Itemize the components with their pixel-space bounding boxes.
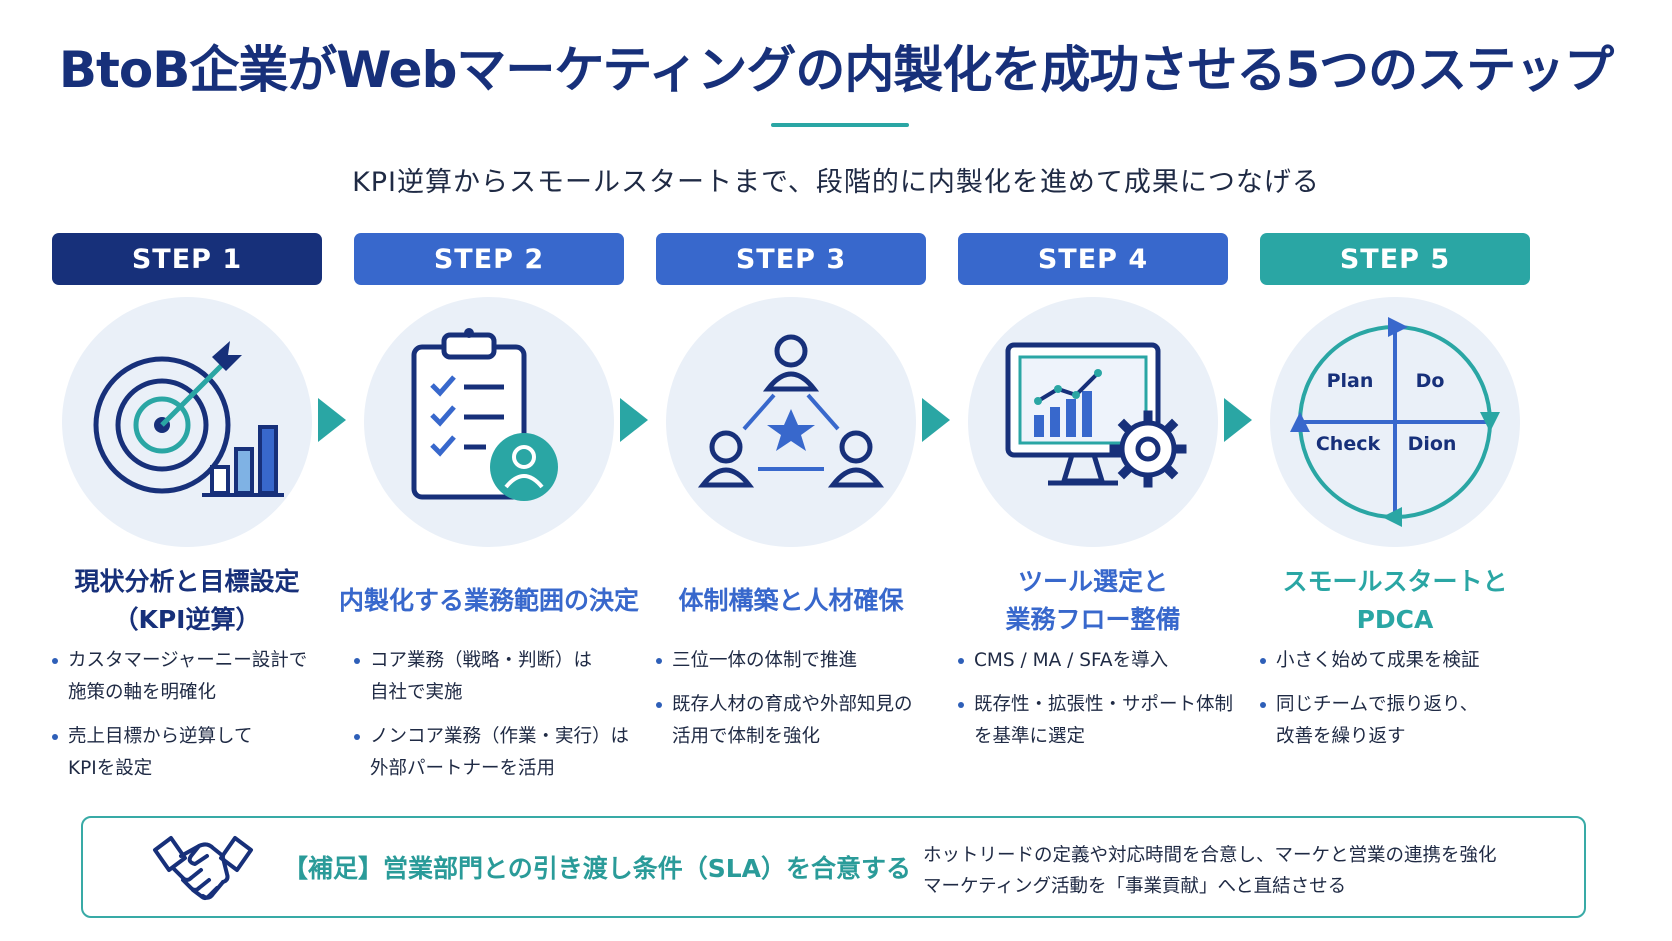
chevron-right-icon	[318, 398, 346, 442]
step-bullets-5: 小さく始めて成果を検証 同じチームで振り返り、 改善を繰り返す	[1260, 645, 1550, 765]
supplement-text: ホットリードの定義や対応時間を合意し、マーケと営業の連携を強化 マーケティング活…	[923, 840, 1497, 902]
page-subtitle: KPI逆算からスモールスタートまで、段階的に内製化を進めて成果につなげる	[352, 167, 1320, 198]
title-underline	[771, 123, 909, 127]
step-title-4: ツール選定と 業務フロー整備	[1005, 567, 1181, 634]
bullet-item: 同じチームで振り返り、 改善を繰り返す	[1260, 689, 1550, 753]
team-triangle-star-icon	[697, 334, 885, 488]
step-bullets-3: 三位一体の体制で推進 既存人材の育成や外部知見の 活用で体制を強化	[656, 645, 946, 765]
step-column-5: STEP 5 Plan Do Check Dion スモールスタートと PDCA…	[1260, 233, 1530, 747]
pdca-cycle-icon: Plan Do Check Dion	[1290, 317, 1500, 527]
step-badge-3: STEP 3	[656, 233, 926, 285]
chevron-right-icon	[620, 398, 648, 442]
supplement-line: マーケティング活動を「事業貢献」へと直結させる	[923, 876, 1347, 897]
step-icon-circle-3	[666, 297, 916, 547]
supplement-label: 【補足】営業部門との引き渡し条件（SLA）を合意する	[283, 854, 912, 883]
step-icon-circle-5: Plan Do Check Dion	[1270, 297, 1520, 547]
step-column-3: STEP 3 体制構築と人材確保 三位一体の体制で推進 既存人材の育成や外部知見…	[656, 233, 926, 747]
pdca-check: Check	[1316, 433, 1381, 455]
handshake-icon	[153, 836, 253, 900]
step-column-2: STEP 2 内製化する業務範囲の決定 コア業務（戦略・判断）は 自社で実施	[339, 233, 639, 779]
supplement-note: 【補足】営業部門との引き渡し条件（SLA）を合意する ホットリードの定義や対応時…	[81, 816, 1586, 918]
monitor-chart-gear-icon	[1005, 342, 1187, 488]
chevron-right-icon	[1224, 398, 1252, 442]
bullet-item: 三位一体の体制で推進	[656, 645, 946, 677]
pdca-plan: Plan	[1327, 370, 1374, 392]
pdca-action: Dion	[1408, 433, 1457, 455]
step-bullets-4: CMS / MA / SFAを導入 既存性・拡張性・サポート体制 を基準に選定	[958, 645, 1248, 765]
step-bullets-2: コア業務（戦略・判断）は 自社で実施 ノンコア業務（作業・実行）は 外部パートナ…	[354, 645, 644, 797]
step-title-1: 現状分析と目標設定 （KPI逆算）	[74, 567, 300, 634]
bullet-item: ノンコア業務（作業・実行）は 外部パートナーを活用	[354, 721, 644, 785]
step-badge-2: STEP 2	[354, 233, 624, 285]
step-icon-circle-2	[364, 297, 614, 547]
step-bullets-1: カスタマージャーニー設計で 施策の軸を明確化 売上目標から逆算して KPIを設定	[52, 645, 342, 797]
step-icon-circle-4	[968, 297, 1218, 547]
supplement-line: ホットリードの定義や対応時間を合意し、マーケと営業の連携を強化	[923, 845, 1497, 866]
bullet-item: 売上目標から逆算して KPIを設定	[52, 721, 342, 785]
target-with-bar-chart-icon	[93, 341, 284, 497]
step-badge-4: STEP 4	[958, 233, 1228, 285]
chevron-right-icon	[922, 398, 950, 442]
page-title: BtoB企業がWebマーケティングの内製化を成功させる5つのステップ	[58, 41, 1614, 99]
step-badge-1: STEP 1	[52, 233, 322, 285]
bullet-item: カスタマージャーニー設計で 施策の軸を明確化	[52, 645, 342, 709]
bullet-item: CMS / MA / SFAを導入	[958, 645, 1248, 677]
step-badge-5: STEP 5	[1260, 233, 1530, 285]
step-title-3: 体制構築と人材確保	[678, 586, 904, 615]
bullet-item: 小さく始めて成果を検証	[1260, 645, 1550, 677]
bullet-item: 既存性・拡張性・サポート体制 を基準に選定	[958, 689, 1248, 753]
bullet-item: 既存人材の育成や外部知見の 活用で体制を強化	[656, 689, 946, 753]
bullet-item: コア業務（戦略・判断）は 自社で実施	[354, 645, 644, 709]
step-column-4: STEP 4	[958, 233, 1233, 747]
step-title-5: スモールスタートと PDCA	[1282, 567, 1508, 634]
step-column-1: STEP 1 現状分析と目標設定 （KPI逆算） カスタマージャーニー設計で 施…	[52, 233, 322, 779]
step-title-2: 内製化する業務範囲の決定	[339, 586, 640, 615]
clipboard-checklist-user-icon	[411, 328, 558, 501]
step-icon-circle-1	[62, 297, 312, 547]
pdca-do: Do	[1416, 370, 1445, 392]
